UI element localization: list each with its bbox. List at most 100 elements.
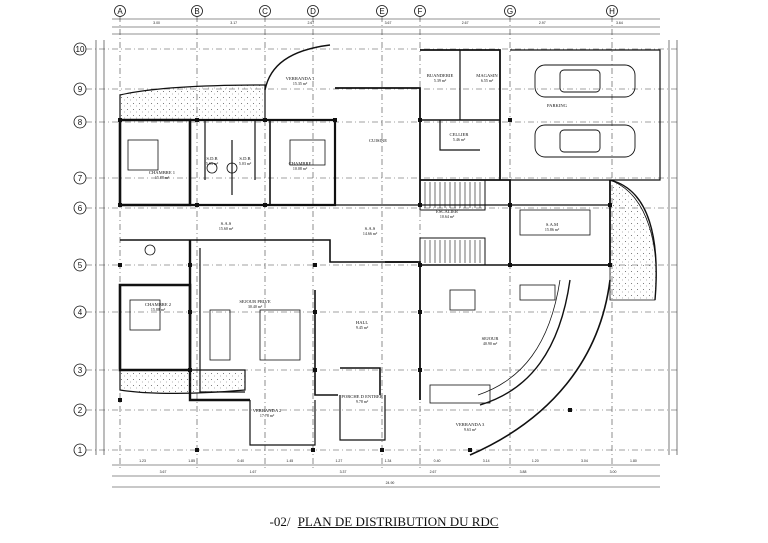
structural-columns xyxy=(118,118,612,452)
room-area: 15.86 m² xyxy=(545,227,560,232)
room-sdb2: S.D.B5.03 m² xyxy=(239,156,252,166)
svg-text:F: F xyxy=(418,7,423,16)
room-name: PORCHE D ENTREE xyxy=(341,394,383,399)
column-bubble-f: F xyxy=(414,5,426,17)
dimension-bottom-2: 3.00 xyxy=(610,470,617,474)
room-name: CHAMBRE xyxy=(289,161,312,166)
room-veranda3: VERRANDA 39.63 m² xyxy=(456,422,485,432)
row-bubble-5: 5 xyxy=(73,258,87,272)
dimension-top: 2.67 xyxy=(462,21,469,25)
column-bubble-d: D xyxy=(307,5,319,17)
room-name: SEJOUR xyxy=(482,336,500,341)
caption-number: -02/ xyxy=(269,514,291,529)
svg-text:7: 7 xyxy=(78,174,83,183)
grid-lines xyxy=(86,16,680,470)
parking-cars xyxy=(534,64,636,158)
dimension-overall: 24.90 xyxy=(386,481,395,485)
dimension-bottom-1: 1.45 xyxy=(286,459,293,463)
row-bubble-1: 1 xyxy=(73,443,87,457)
dimension-top: 3.67 xyxy=(385,21,392,25)
room-name: CHAMBRE 1 xyxy=(149,170,176,175)
room-chambre1: CHAMBRE 115.88 m² xyxy=(149,170,176,180)
room-veranda2: VERRANDA 217.78 m² xyxy=(253,408,282,418)
svg-text:4: 4 xyxy=(78,308,83,317)
row-bubble-8: 8 xyxy=(73,115,87,129)
dimension-bottom-1: 0.40 xyxy=(434,459,441,463)
room-name: MAGASIN xyxy=(476,73,498,78)
room-area: 6.55 m² xyxy=(481,78,494,83)
dimension-bottom-2: 2.67 xyxy=(430,470,437,474)
svg-text:5: 5 xyxy=(78,261,83,270)
svg-text:E: E xyxy=(379,7,384,16)
furniture xyxy=(127,139,591,404)
room-name: VERRANDA 1 xyxy=(286,76,315,81)
room-area: 9.45 m² xyxy=(356,325,369,330)
dimension-bottom-1: 3.04 xyxy=(581,459,588,463)
room-name: S.A.M xyxy=(546,222,558,227)
room-name: ESCALIER xyxy=(436,209,459,214)
room-area: 14.66 m² xyxy=(363,231,378,236)
svg-text:B: B xyxy=(194,7,199,16)
room-area: 15.60 m² xyxy=(219,226,234,231)
svg-text:8: 8 xyxy=(78,118,83,127)
room-area: 15.35 m² xyxy=(293,81,308,86)
row-bubble-6: 6 xyxy=(73,201,87,215)
room-name: PARKING xyxy=(547,103,568,108)
column-bubble-h: H xyxy=(606,5,618,17)
dimension-bottom-2: 3.88 xyxy=(520,470,527,474)
column-bubble-a: A xyxy=(114,5,126,17)
row-bubble-7: 7 xyxy=(73,171,87,185)
row-bubble-2: 2 xyxy=(73,403,87,417)
room-area: 9.78 m² xyxy=(356,399,369,404)
svg-text:10: 10 xyxy=(76,45,85,54)
row-bubble-3: 3 xyxy=(73,363,87,377)
room-name: SEJOUR PRIVE xyxy=(239,299,270,304)
room-area: 17.78 m² xyxy=(260,413,275,418)
room-name: CUISINE xyxy=(369,138,387,143)
dimension-bottom-1: 1.85 xyxy=(188,459,195,463)
dimension-chains xyxy=(95,18,678,488)
dimension-bottom-1: 0.40 xyxy=(237,459,244,463)
row-bubble-10: 10 xyxy=(73,42,87,56)
curved-terraces xyxy=(119,44,657,456)
dimension-bottom-1: 1.23 xyxy=(139,459,146,463)
dimension-bottom-2: 1.67 xyxy=(250,470,257,474)
svg-text:D: D xyxy=(310,7,316,16)
room-name: HALL xyxy=(356,320,368,325)
svg-text:C: C xyxy=(262,7,268,16)
room-area: 15.88 m² xyxy=(151,307,166,312)
room-sam: S.A.M15.86 m² xyxy=(545,222,560,232)
room-name: S.D.B xyxy=(206,156,217,161)
walls xyxy=(118,49,661,446)
dimension-top: 2.97 xyxy=(539,21,546,25)
room-area: 15.88 m² xyxy=(155,175,170,180)
svg-text:9: 9 xyxy=(78,85,83,94)
svg-text:6: 6 xyxy=(78,204,83,213)
plan-caption: -02/ PLAN DE DISTRIBUTION DU RDC xyxy=(0,514,768,530)
room-chambre2: CHAMBRE 215.88 m² xyxy=(145,302,172,312)
dimension-top: 3.00 xyxy=(153,21,160,25)
row-bubble-4: 4 xyxy=(73,305,87,319)
dimension-bottom-1: 1.20 xyxy=(532,459,539,463)
dimension-top: 3.17 xyxy=(230,21,237,25)
dimension-bottom-2: 3.37 xyxy=(340,470,347,474)
room-name: S.A.S xyxy=(221,221,232,226)
room-area: 40.90 m² xyxy=(483,341,498,346)
column-bubble-b: B xyxy=(191,5,203,17)
row-axis-bubbles: 1 2 3 4 5 6 7 8 9 10 xyxy=(73,42,87,457)
dimension-top: 2.67 xyxy=(307,21,314,25)
room-area: 5.03 m² xyxy=(206,161,219,166)
svg-text:H: H xyxy=(609,7,615,16)
dimension-bottom-2: 3.67 xyxy=(160,470,167,474)
room-area: 9.63 m² xyxy=(464,427,477,432)
